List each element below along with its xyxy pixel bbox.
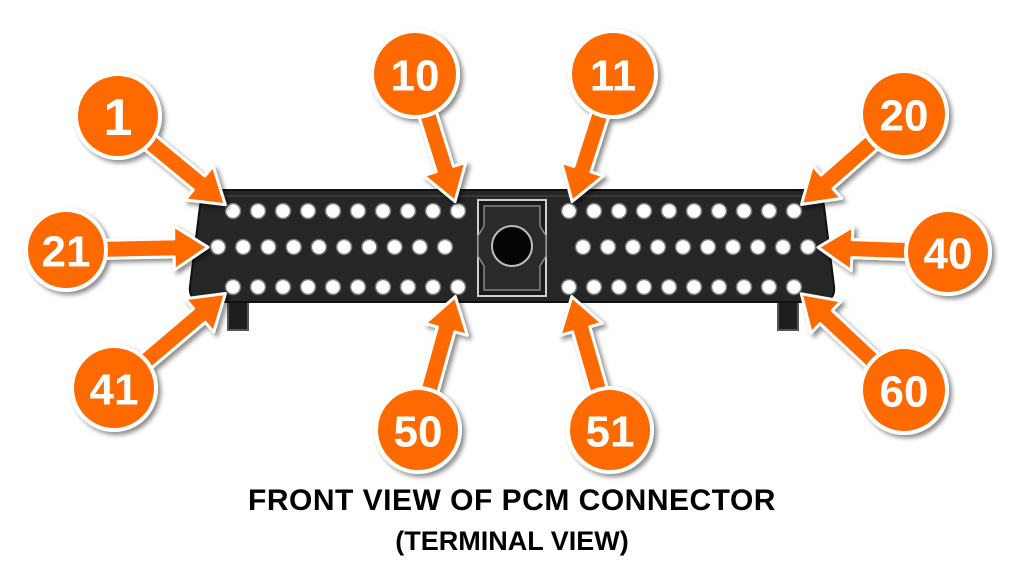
terminal-pin-40 [799,238,817,256]
terminal-pin-35 [674,238,692,256]
terminal-pin-18 [735,202,753,220]
callout-label: 11 [590,52,637,101]
terminal-pin-32 [599,238,617,256]
terminal-pin-8 [399,202,417,220]
terminal-pin-28 [386,238,403,256]
terminal-pin-26 [335,238,353,256]
callout-label: 40 [924,230,973,279]
center-key-icon [477,199,547,297]
terminal-pin-17 [710,202,728,220]
terminal-pin-50 [449,278,467,296]
callout-badge-icon [568,29,658,119]
terminal-pin-13 [610,202,628,220]
callout-label: 20 [880,92,929,141]
terminal-pin-48 [399,278,417,296]
callout-pin-10: 10 [370,29,468,203]
callout-label: 51 [586,408,635,457]
callout-badge-icon [904,208,992,296]
terminal-pin-41 [224,278,242,296]
terminal-pin-52 [585,278,603,296]
terminal-pin-29 [411,238,429,256]
terminal-pin-2 [249,202,267,220]
terminal-pin-31 [574,238,592,256]
terminal-pin-15 [660,202,678,220]
terminal-pin-16 [685,202,703,220]
callout-pin-11: 11 [560,29,658,203]
terminal-pin-22 [234,238,252,256]
callout-pin-50: 50 [374,295,469,474]
callout-badge-icon [370,29,460,119]
callout-label: 60 [880,368,929,417]
terminal-pin-6 [349,202,367,220]
callout-badge-icon [859,69,949,159]
terminal-pin-57 [710,278,728,296]
callout-pin-51: 51 [558,295,654,474]
terminal-pin-37 [724,238,742,256]
terminal-pin-59 [760,278,778,296]
terminal-pin-60 [785,278,803,296]
callout-label: 10 [391,52,440,101]
callout-pin-1: 1 [74,72,227,207]
terminal-pin-47 [374,278,392,296]
callout-badge-icon [24,208,108,292]
terminal-pin-56 [685,278,703,296]
terminal-pin-12 [585,202,603,220]
callout-label: 21 [42,228,91,277]
terminal-pin-20 [785,202,803,220]
callout-label: 41 [90,366,139,415]
terminal-pin-54 [635,278,653,296]
terminal-pins [209,202,817,296]
terminal-pin-38 [749,238,767,256]
terminal-pin-44 [299,278,317,296]
terminal-pin-36 [699,238,717,256]
terminal-pin-1 [224,202,242,220]
terminal-pin-55 [660,278,678,296]
terminal-pin-51 [560,278,578,296]
terminal-pin-25 [310,238,328,256]
callout-badge-icon [70,344,158,432]
callout-badge-icon [374,386,462,474]
terminal-pin-21 [209,238,227,256]
diagram-title: FRONT VIEW OF PCM CONNECTOR [248,484,776,517]
pcm-connector-diagram: 1 10 11 20 21 40 41 50 51 60 [24,29,992,474]
terminal-pin-34 [649,238,667,256]
callout-badges: 1 10 11 20 21 40 41 50 51 60 [24,29,992,474]
callout-label: 1 [104,89,133,147]
terminal-pin-10 [449,202,467,220]
terminal-pin-30 [436,238,454,256]
callout-pin-20: 20 [800,69,949,206]
terminal-pin-46 [349,278,367,296]
terminal-pin-58 [735,278,753,296]
terminal-pin-14 [635,202,653,220]
terminal-pin-45 [324,278,342,296]
terminal-pin-9 [424,202,442,220]
callout-badge-icon [859,345,949,435]
callout-pin-21: 21 [24,208,210,292]
terminal-pin-49 [424,278,442,296]
terminal-pin-24 [285,238,302,256]
terminal-pin-3 [274,202,292,220]
callout-pin-41: 41 [70,292,227,432]
terminal-pin-53 [610,278,628,296]
terminal-pin-5 [324,202,342,220]
callout-pin-60: 60 [799,292,949,435]
terminal-pin-7 [374,202,392,220]
terminal-pin-4 [299,202,317,220]
terminal-pin-43 [274,278,292,296]
terminal-pin-33 [624,238,642,256]
terminal-pin-39 [774,238,792,256]
callout-badge-icon [74,72,162,160]
callout-label: 50 [394,408,443,457]
terminal-pin-42 [249,278,267,296]
terminal-pin-11 [560,202,578,220]
terminal-pin-23 [260,238,277,256]
terminal-pin-19 [760,202,778,220]
callout-pin-40: 40 [816,208,992,296]
callout-badge-icon [566,386,654,474]
diagram-subtitle: (TERMINAL VIEW) [395,526,629,556]
terminal-pin-27 [361,238,378,256]
